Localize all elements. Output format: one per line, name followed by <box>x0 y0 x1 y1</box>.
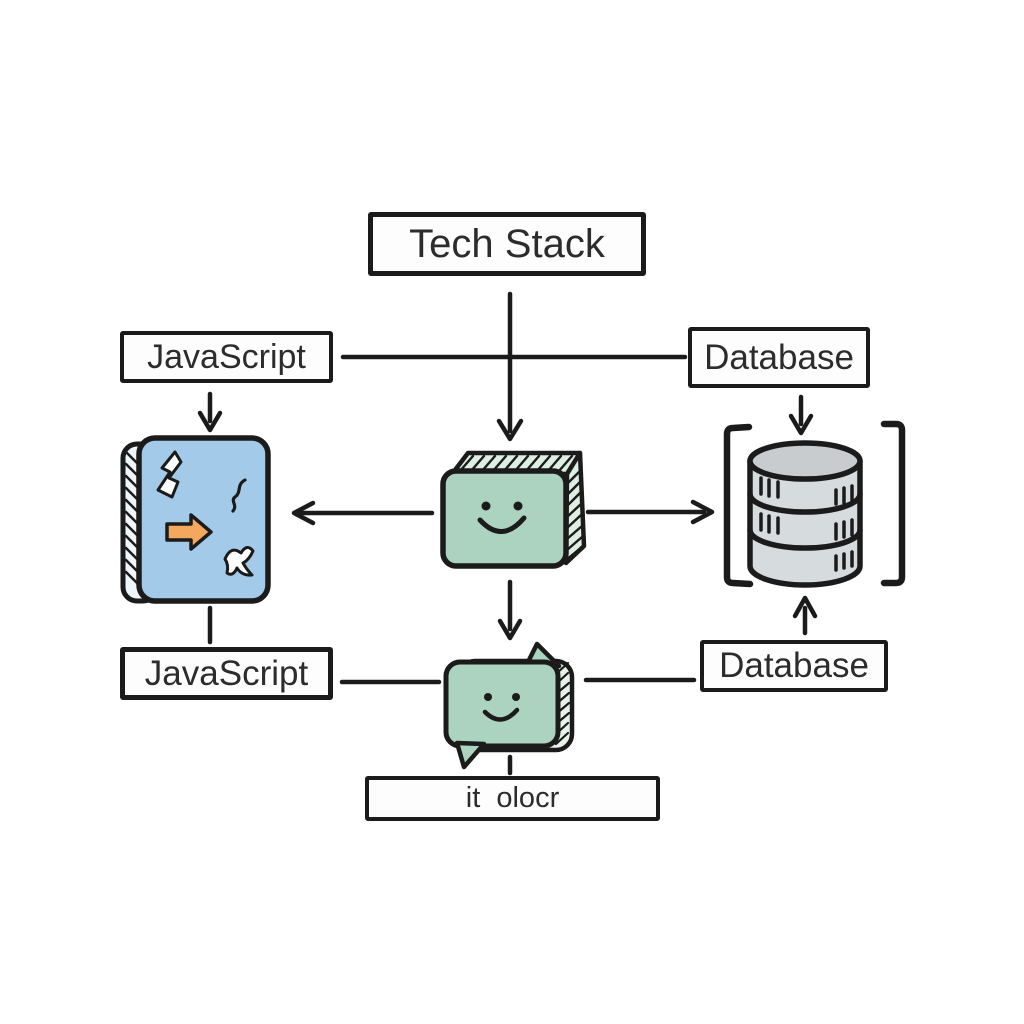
panel-glyph-bird-icon <box>223 546 255 577</box>
cylinder-ticks <box>759 476 854 572</box>
app-cube-icon <box>440 450 587 569</box>
connector-cube-to-panel <box>291 500 435 526</box>
arrowhead-down-icon <box>788 413 814 436</box>
node-javascript-bottom: JavaScript <box>120 647 333 700</box>
bracket-right-icon <box>880 420 906 587</box>
cylinder-band-2 <box>747 527 863 551</box>
bubble-body <box>443 659 561 749</box>
chat-bubble-icon <box>443 641 575 770</box>
connector-title-to-cube <box>496 291 524 442</box>
bubble-smile <box>482 707 520 722</box>
node-database-bottom-label: Database <box>719 646 869 685</box>
bracket-left-icon <box>723 423 754 588</box>
bubble-tail <box>454 740 487 770</box>
database-cylinder-icon <box>723 420 906 588</box>
connector-dbbottom-to-cylinder <box>792 595 818 636</box>
node-tech-stack-label: Tech Stack <box>409 221 605 266</box>
arrowhead-down-icon <box>197 410 223 433</box>
script-panel-icon <box>120 435 271 604</box>
arrowhead-left-icon <box>291 500 316 526</box>
node-caption: it olocr <box>365 776 660 821</box>
connector-dbtop-to-cylinder <box>788 394 814 436</box>
cube-eye-right <box>513 501 523 511</box>
cube-smile <box>477 515 527 534</box>
cube-right-hatch <box>564 469 584 562</box>
node-database-bottom: Database <box>700 640 888 692</box>
cube-front-face <box>440 468 569 569</box>
arrowhead-up-icon <box>792 595 818 619</box>
bubble-eye-left <box>484 693 492 701</box>
bubble-eye-right <box>512 693 520 701</box>
panel-glyph-brace-icon <box>231 478 247 513</box>
node-database-top-label: Database <box>704 337 854 377</box>
node-javascript-bottom-label: JavaScript <box>144 653 309 693</box>
panel-spine-hatch <box>124 450 140 586</box>
cylinder-top <box>747 440 863 482</box>
arrowhead-down-icon <box>497 618 523 641</box>
node-javascript-top: JavaScript <box>120 331 333 383</box>
connector-cube-to-cylinder <box>585 499 715 525</box>
node-database-top: Database <box>688 327 870 388</box>
cylinder-band-1 <box>747 491 863 515</box>
cube-eye-left <box>481 501 491 511</box>
connector-cube-to-bubble <box>497 579 523 641</box>
arrowhead-down-icon <box>496 418 524 442</box>
arrowhead-right-icon <box>690 499 715 525</box>
node-caption-label: it olocr <box>465 782 560 814</box>
panel-orange-arrow-icon <box>165 513 213 551</box>
node-javascript-top-label: JavaScript <box>147 337 306 376</box>
panel-glyph-squiggle-icon <box>156 450 183 499</box>
node-tech-stack: Tech Stack <box>368 212 646 276</box>
connector-jstop-to-panel <box>197 391 223 433</box>
